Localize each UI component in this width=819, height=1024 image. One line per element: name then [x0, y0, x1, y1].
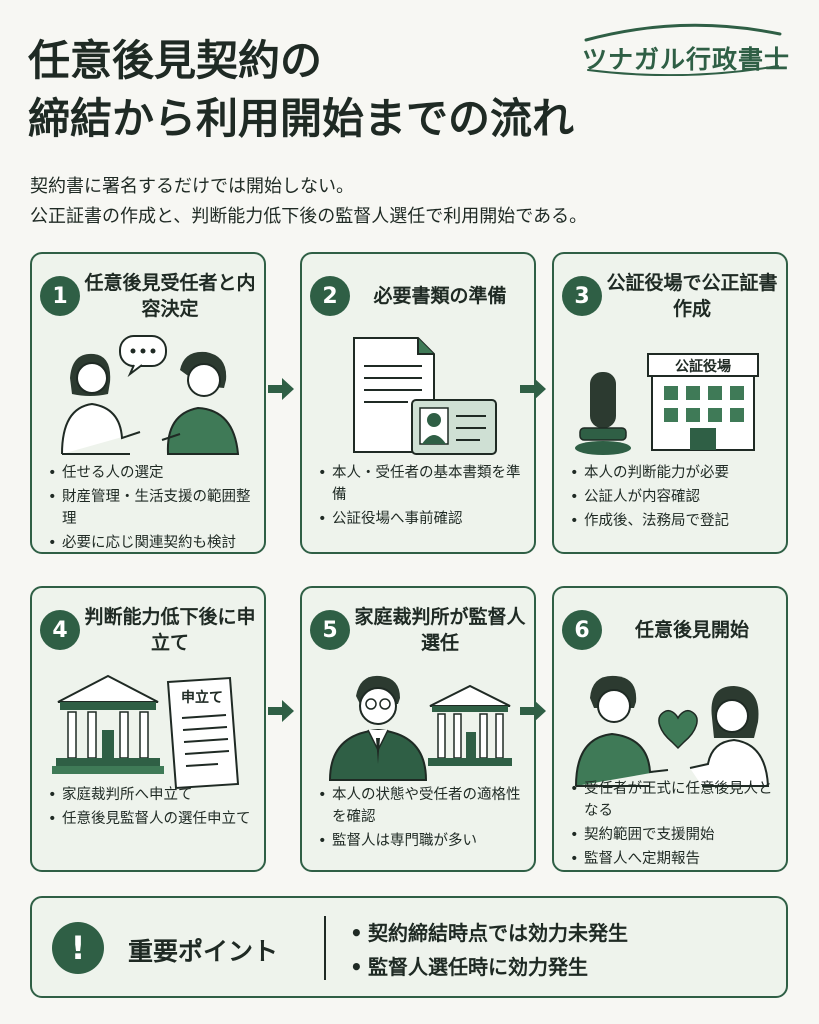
- divider: [324, 916, 326, 980]
- list-item: 必要に応じ関連契約も検討: [46, 532, 258, 554]
- list-item: 本人の状態や受任者の適格性を確認: [316, 784, 528, 828]
- step-bullet-list: 本人の判断能力が必要 公証人が内容確認 作成後、法務局で登記: [568, 462, 780, 534]
- logo-swoosh-icon: [584, 23, 782, 76]
- list-item: 監督人は専門職が多い: [316, 830, 528, 852]
- notary-office-and-seal-icon: 公証役場: [575, 353, 759, 455]
- key-points-box: ! 重要ポイント 契約締結時点では効力未発生 監督人選任時に効力発生: [30, 896, 788, 998]
- list-item: 家庭裁判所へ申立て: [46, 784, 258, 806]
- step-bullet-list: 受任者が正式に任意後見人となる 契約範囲で支援開始 監督人へ定期報告: [568, 778, 780, 872]
- step-number-badge: 4: [40, 610, 80, 650]
- people-sharing-heart-icon: [575, 675, 770, 787]
- title-line-2: 締結から利用開始までの流れ: [28, 94, 575, 143]
- step-title: 任意後見受任者と内容決定: [84, 272, 256, 320]
- step-card-2: 2 必要書類の準備 本人・受任者の基本書類を準備 公証役場へ事前確認: [300, 252, 536, 554]
- office-sign-label: 公証役場: [675, 358, 731, 375]
- exclamation-icon: !: [52, 922, 104, 974]
- step-card-1: 1 任意後見受任者と内容決定 任せる人の選定 財産管理・生活支援の範囲整理 必要…: [30, 252, 266, 554]
- step-title: 任意後見開始: [634, 619, 749, 641]
- step-title: 家庭裁判所が監督人選任: [354, 606, 526, 654]
- list-item: 財産管理・生活支援の範囲整理: [46, 486, 258, 530]
- step-number-badge: 6: [562, 610, 602, 650]
- two-people-talking-icon: [61, 335, 240, 455]
- document-and-id-card-icon: [353, 337, 497, 455]
- step-number-badge: 3: [562, 276, 602, 316]
- step-title: 必要書類の準備: [373, 285, 507, 307]
- step-header: 1 任意後見受任者と内容決定: [40, 266, 256, 326]
- list-item: 契約締結時点では効力未発生: [350, 916, 628, 950]
- brand-name: ツナガル行政書士: [581, 45, 790, 74]
- list-item: 監督人選任時に効力発生: [350, 950, 628, 984]
- page-subtitle: 契約書に署名するだけでは開始しない。 公正証書の作成と、判断能力低下後の監督人選…: [30, 172, 587, 232]
- arrow-right-icon: [520, 378, 546, 400]
- supervisor-and-court-icon: [328, 675, 512, 781]
- arrow-right-icon: [268, 378, 294, 400]
- step-header: 3 公証役場で公正証書作成: [562, 266, 778, 326]
- step-card-4: 4 判断能力低下後に申立て 申立て 家庭裁判所へ申立て 任意後見監督人の選任申立…: [30, 586, 266, 872]
- step-card-3: 3 公証役場で公正証書作成 公証役場 本人の判断能力が必要 公証人が内容確認 作…: [552, 252, 788, 554]
- list-item: 監督人へ定期報告: [568, 848, 780, 870]
- step-card-6: 6 任意後見開始 受任者が正式に任意後見人となる 契約範囲で支援開始 監督人へ定…: [552, 586, 788, 872]
- step-bullet-list: 家庭裁判所へ申立て 任意後見監督人の選任申立て: [46, 784, 258, 832]
- page-title: 任意後見契約の 締結から利用開始までの流れ: [28, 32, 574, 148]
- list-item: 公証役場へ事前確認: [316, 508, 528, 530]
- list-item: 契約範囲で支援開始: [568, 824, 780, 846]
- list-item: 受任者が正式に任意後見人となる: [568, 778, 780, 822]
- court-and-petition-icon: 申立て: [52, 674, 240, 790]
- step-header: 5 家庭裁判所が監督人選任: [310, 600, 526, 660]
- list-item: 作成後、法務局で登記: [568, 510, 780, 532]
- step-bullet-list: 本人・受任者の基本書類を準備 公証役場へ事前確認: [316, 462, 528, 532]
- step-bullet-list: 本人の状態や受任者の適格性を確認 監督人は専門職が多い: [316, 784, 528, 854]
- list-item: 本人の判断能力が必要: [568, 462, 780, 484]
- petition-doc-label: 申立て: [181, 689, 223, 706]
- title-line-1: 任意後見契約の: [28, 36, 323, 85]
- step-header: 6 任意後見開始: [562, 600, 778, 660]
- list-item: 公証人が内容確認: [568, 486, 780, 508]
- step-title: 公証役場で公正証書作成: [606, 272, 778, 320]
- step-header: 4 判断能力低下後に申立て: [40, 600, 256, 660]
- subtitle-line-1: 契約書に署名するだけでは開始しない。: [30, 176, 354, 197]
- key-points-list: 契約締結時点では効力未発生 監督人選任時に効力発生: [350, 916, 628, 984]
- list-item: 任せる人の選定: [46, 462, 258, 484]
- key-points-label: 重要ポイント: [128, 937, 279, 966]
- step-number-badge: 1: [40, 276, 80, 316]
- step-header: 2 必要書類の準備: [310, 266, 526, 326]
- arrow-right-icon: [268, 700, 294, 722]
- list-item: 任意後見監督人の選任申立て: [46, 808, 258, 830]
- step-number-badge: 2: [310, 276, 350, 316]
- step-number-badge: 5: [310, 610, 350, 650]
- step-title: 判断能力低下後に申立て: [84, 606, 256, 654]
- arrow-right-icon: [520, 700, 546, 722]
- step-bullet-list: 任せる人の選定 財産管理・生活支援の範囲整理 必要に応じ関連契約も検討: [46, 462, 258, 556]
- list-item: 本人・受任者の基本書類を準備: [316, 462, 528, 506]
- brand-logo: ツナガル行政書士: [572, 20, 798, 76]
- step-card-5: 5 家庭裁判所が監督人選任 本人の状態や受任者の適格性を確認 監督人は専門職が多…: [300, 586, 536, 872]
- subtitle-line-2: 公正証書の作成と、判断能力低下後の監督人選任で利用開始である。: [30, 206, 588, 227]
